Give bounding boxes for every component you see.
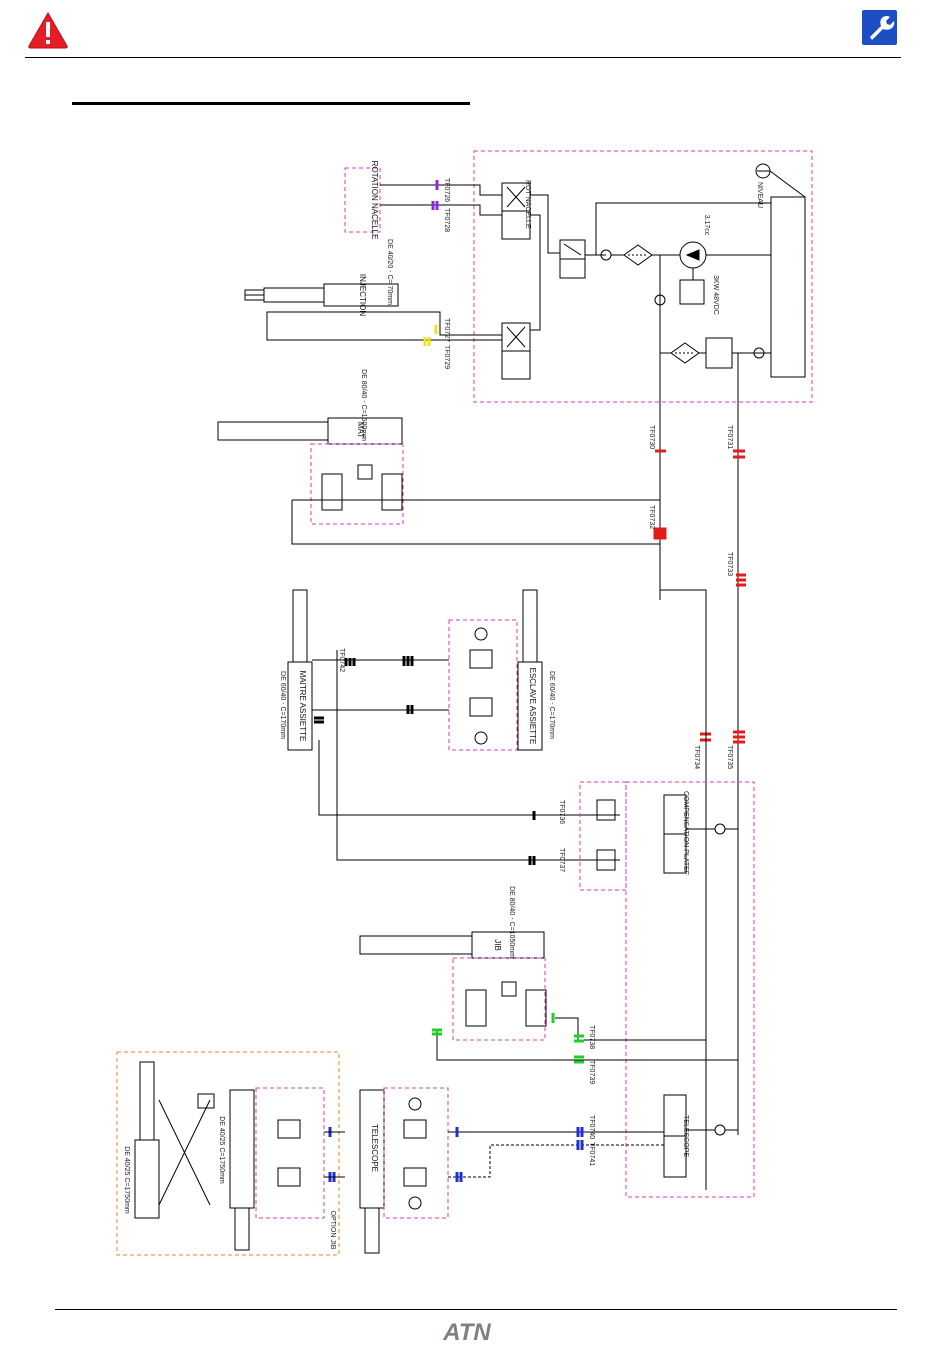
section-title-underline xyxy=(72,102,470,105)
label-niveau: NIVEAU xyxy=(756,182,763,208)
label-pump: 3.17cc xyxy=(703,215,710,236)
label-jib-cyl: DE 80/40 - C=1050mm xyxy=(508,886,515,958)
label-tele-cyl-right: DE 40/25 C=1750mm xyxy=(218,1116,225,1184)
label-compensation: COMPENSATION PLATEF xyxy=(682,791,689,875)
warning-triangle-icon xyxy=(28,11,68,49)
jib-cylinder xyxy=(471,931,545,959)
rotation-motor-frame xyxy=(344,167,381,233)
label-rot-nacelle-valve: ROT NACELLE xyxy=(524,180,531,229)
atn-logo: ATN xyxy=(442,1319,491,1344)
hose-label-15: TF0740 xyxy=(588,1115,595,1139)
header-rule xyxy=(25,57,901,58)
mat-cylinder-rod xyxy=(217,421,329,441)
compensation-valve-frame xyxy=(579,781,627,891)
hose-label-16: TF0741 xyxy=(588,1142,595,1166)
label-maitre-cyl: DE 60/40 - C=170mm xyxy=(279,671,286,739)
hose-label-14: TF0739 xyxy=(588,1060,595,1084)
option-valve-frame xyxy=(255,1087,325,1219)
hose-label-2: TF0728 xyxy=(443,208,450,232)
telescope-valve-frame xyxy=(383,1087,449,1219)
wrench-icon xyxy=(862,10,897,45)
label-maitre-assiette: MAITRE ASSIETTE xyxy=(298,671,307,742)
label-mat-cyl: DE 80/40 - C=1500mm xyxy=(360,369,367,441)
hose-label-3: TF0727 xyxy=(443,318,450,342)
hose-label-9: TF0734 xyxy=(693,745,700,769)
mat-cylinder xyxy=(327,417,403,445)
hose-label-6: TF0731 xyxy=(726,425,733,449)
hose-label-8: TF0733 xyxy=(726,552,733,576)
tele-cylinder-left xyxy=(134,1139,160,1219)
footer-logo-text: ATN xyxy=(442,1319,491,1344)
label-telescope: TELESCOPE xyxy=(370,1124,379,1172)
hose-label-13: TF0738 xyxy=(588,1025,595,1049)
label-esclave-assiette: ESCLAVE ASSIETTE xyxy=(528,668,537,745)
esclave-valve-frame xyxy=(448,619,518,751)
tank xyxy=(770,196,806,378)
option-jib-frame xyxy=(116,1051,340,1256)
hose-label-1: TF0726 xyxy=(443,178,450,202)
power-unit-frame xyxy=(473,150,813,403)
tele-cylinder-right xyxy=(229,1089,255,1209)
footer-rule xyxy=(55,1309,897,1310)
jib-cylinder-rod xyxy=(359,935,473,955)
mat-valve-frame xyxy=(310,443,404,525)
label-rotation-nacelle: ROTATION NACELLE xyxy=(370,161,379,240)
motor-box xyxy=(679,279,705,305)
label-jib: JIB xyxy=(493,939,502,951)
jib-valve-frame xyxy=(452,957,546,1041)
label-option-jib: OPTION JIB xyxy=(329,1211,336,1250)
hose-label-11: TF0736 xyxy=(558,800,565,824)
hose-label-7: TF0732 xyxy=(648,505,655,529)
hose-label-4: TF0729 xyxy=(443,345,450,369)
hose-label-10: TF0735 xyxy=(726,745,733,769)
label-injection-cyl: DE 40/20 - C= 70mm xyxy=(386,239,393,305)
label-injection: INJECTION xyxy=(358,274,367,316)
label-tele-cyl-left: DE 40/25 C=1750mm xyxy=(123,1146,130,1214)
hose-label-5: TF0730 xyxy=(648,425,655,449)
label-esclave-cyl: DE 60/40 - C=170mm xyxy=(548,671,555,739)
distributor-frame xyxy=(625,781,755,1198)
label-telescope-valve: TELESCOPE xyxy=(682,1115,689,1157)
label-motor: 3KW 48VDC xyxy=(712,275,719,315)
label-mat: MAT xyxy=(356,422,365,438)
hose-label-17: TF0742 xyxy=(338,648,345,672)
hose-label-12: TF0737 xyxy=(558,848,565,872)
